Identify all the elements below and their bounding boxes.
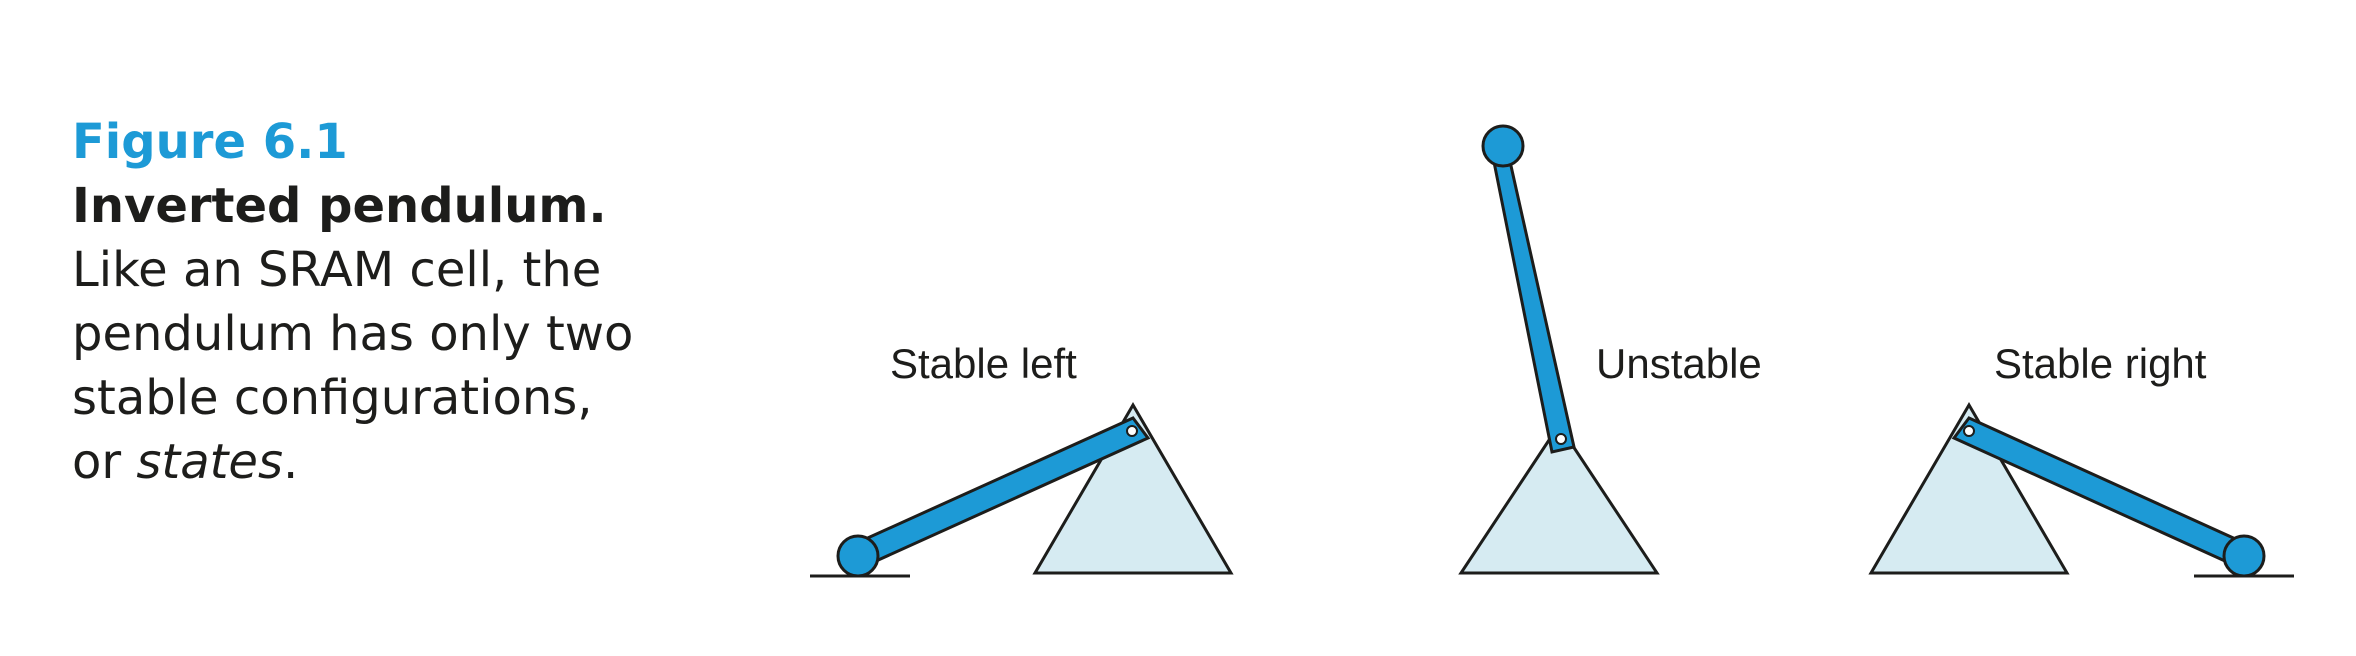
pendulum-bob	[836, 534, 880, 578]
pendulum-bob	[2222, 534, 2266, 578]
figure-description: Like an SRAM cell, the pendulum has only…	[72, 238, 652, 494]
figure-label: Figure 6.1	[72, 114, 348, 170]
pendulum-stable-left: Stable left	[810, 340, 1234, 578]
pivot-pin	[1555, 433, 1567, 445]
pivot-base	[1458, 422, 1660, 575]
state-label-unstable: Unstable	[1596, 340, 1762, 387]
pendulum-bob	[1481, 124, 1525, 168]
pendulum-rod	[1490, 146, 1576, 454]
pivot-base	[1868, 402, 2070, 575]
pendulum-stable-right: Stable right	[1868, 340, 2294, 578]
figure-title: Inverted pendulum.	[72, 178, 607, 234]
state-label-stable-right: Stable right	[1994, 340, 2207, 387]
pivot-pin	[1963, 425, 1975, 437]
state-label-stable-left: Stable left	[890, 340, 1077, 387]
figure-description-end: .	[282, 434, 299, 490]
figure-description-emphasis: states	[136, 434, 283, 490]
figure-caption: Figure 6.1 Inverted pendulum. Like an SR…	[72, 110, 652, 494]
pivot-pin	[1126, 425, 1138, 437]
figure-description-text: Like an SRAM cell, the pendulum has only…	[72, 242, 634, 490]
pivot-base	[1032, 402, 1234, 575]
pendulum-unstable: Unstable	[1458, 124, 1762, 575]
